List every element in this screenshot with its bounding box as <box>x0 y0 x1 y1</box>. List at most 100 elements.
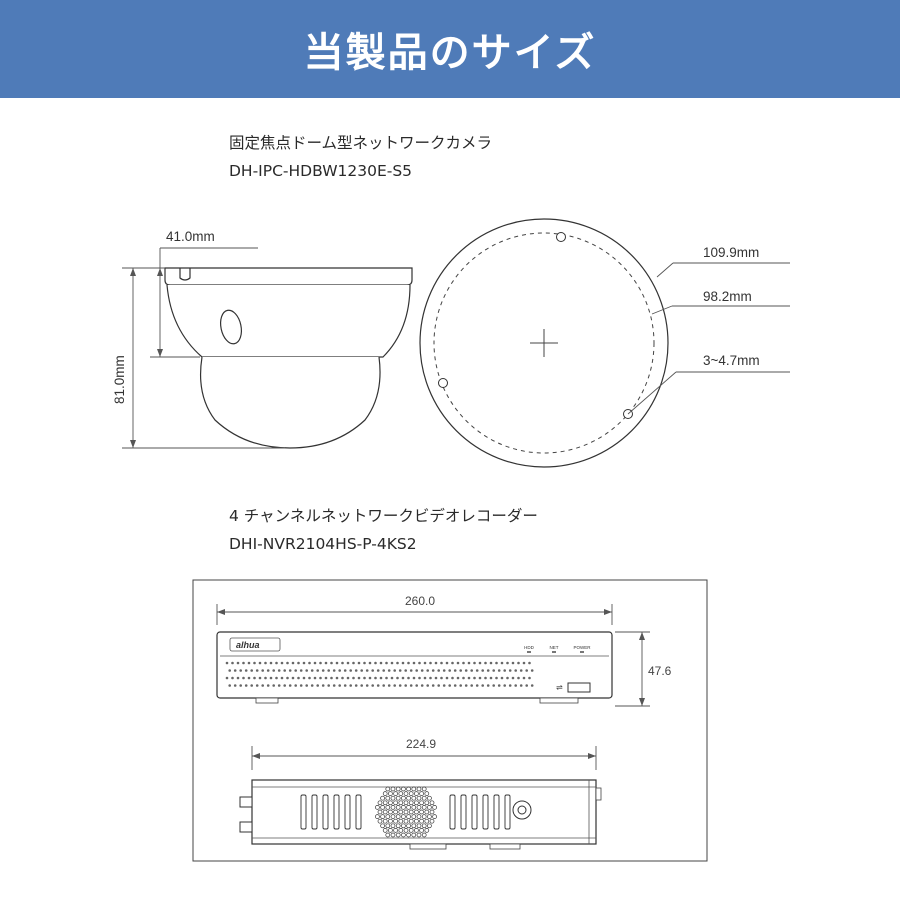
vent-dot <box>519 684 523 687</box>
vent-dot <box>508 684 512 687</box>
vent-dot <box>250 684 253 687</box>
grille-hole <box>419 818 424 824</box>
vent-dot <box>508 669 512 672</box>
vent-dot <box>451 661 454 665</box>
vent-dot <box>442 669 446 672</box>
indicator-label: NET <box>550 645 559 650</box>
grille-hole <box>388 809 393 815</box>
grille-hole <box>390 786 396 792</box>
vent-dot <box>324 676 328 680</box>
side-port-lower <box>239 821 253 833</box>
title-banner: 当製品のサイズ <box>0 0 900 98</box>
vent-dot <box>478 661 482 665</box>
grille-hole <box>395 786 401 792</box>
vent-dot <box>517 676 520 680</box>
grille-hole <box>432 805 437 810</box>
vent-dot <box>242 661 245 665</box>
grille-hole <box>427 805 432 810</box>
grille-hole <box>424 800 430 806</box>
vent-dot <box>495 676 498 680</box>
camera-type-name: 固定焦点ドーム型ネットワークカメラ <box>229 134 493 152</box>
vent-dot <box>330 661 333 665</box>
grille-hole <box>382 809 388 815</box>
vent-dot <box>376 669 380 672</box>
grille-hole <box>380 814 385 819</box>
vent-dot <box>522 661 526 665</box>
grille-hole <box>385 805 391 810</box>
vent-dot <box>418 661 421 665</box>
camera-side-view <box>164 267 413 449</box>
vent-dot <box>409 684 413 687</box>
vent-dot <box>429 676 432 680</box>
grille-hole <box>380 795 385 801</box>
grille-hole <box>421 832 427 838</box>
camera-top-view <box>419 218 669 468</box>
vent-dot <box>396 661 399 665</box>
vent-dot <box>528 661 531 665</box>
vent-dot <box>266 669 270 672</box>
vent-dot <box>495 661 498 665</box>
vent-dot <box>264 661 267 665</box>
vent-dot <box>437 684 441 687</box>
grille-hole <box>408 828 414 833</box>
grille-hole <box>398 800 404 806</box>
grille-hole <box>403 809 409 815</box>
vent-slot <box>449 794 456 830</box>
grille-hole <box>406 795 411 801</box>
vent-dot <box>522 676 526 680</box>
vent-dot <box>305 684 309 687</box>
vent-dot <box>459 684 463 687</box>
grille-hole <box>416 786 422 792</box>
vent-dot <box>324 661 328 665</box>
grille-hole <box>408 800 414 806</box>
grille-hole <box>401 805 406 810</box>
nvr-back-vents <box>300 794 511 830</box>
vent-dot <box>519 669 523 672</box>
brand-logo: alhua <box>236 640 260 650</box>
vent-dot <box>525 669 528 672</box>
vent-dot <box>503 684 507 687</box>
vent-dot <box>341 661 344 665</box>
vent-dot <box>360 669 364 672</box>
nvr-back-view <box>239 746 602 850</box>
vent-dot <box>280 661 284 665</box>
grille-hole <box>403 828 409 833</box>
vent-dot <box>448 684 452 687</box>
side-port-upper <box>239 796 253 808</box>
vent-dot <box>517 661 520 665</box>
grille-hole <box>424 818 430 824</box>
camera-side-dimension-lines <box>122 247 285 449</box>
vent-dot <box>228 669 231 672</box>
vent-dot <box>302 661 306 665</box>
vent-dot <box>253 676 256 680</box>
vent-dot <box>387 684 391 687</box>
vent-dot <box>464 684 468 687</box>
grille-hole <box>377 818 383 824</box>
hole-circle <box>433 232 655 454</box>
vent-dot <box>448 669 452 672</box>
vent-dot <box>308 661 311 665</box>
grille-hole <box>385 795 391 801</box>
vent-dot <box>365 684 369 687</box>
vent-dot <box>338 669 342 672</box>
fan-grille <box>375 786 437 838</box>
vent-dot <box>475 669 479 672</box>
vent-dot <box>321 684 325 687</box>
vent-dot <box>338 684 342 687</box>
vent-dot <box>437 669 441 672</box>
vent-dot <box>319 676 322 680</box>
grille-hole <box>393 809 398 815</box>
vent-dot <box>368 661 372 665</box>
vent-dot <box>244 684 248 687</box>
usb-port <box>567 682 591 693</box>
grille-hole <box>429 809 435 815</box>
camera-heading: 固定焦点ドーム型ネットワークカメラ DH-IPC-HDBW1230E-S5 <box>229 129 492 185</box>
grille-hole <box>406 814 411 819</box>
hole-circle-label: 98.2mm <box>703 289 752 304</box>
grille-hole <box>398 818 404 824</box>
vent-dot <box>478 676 482 680</box>
grille-hole <box>424 809 430 815</box>
vent-dot <box>299 684 303 687</box>
